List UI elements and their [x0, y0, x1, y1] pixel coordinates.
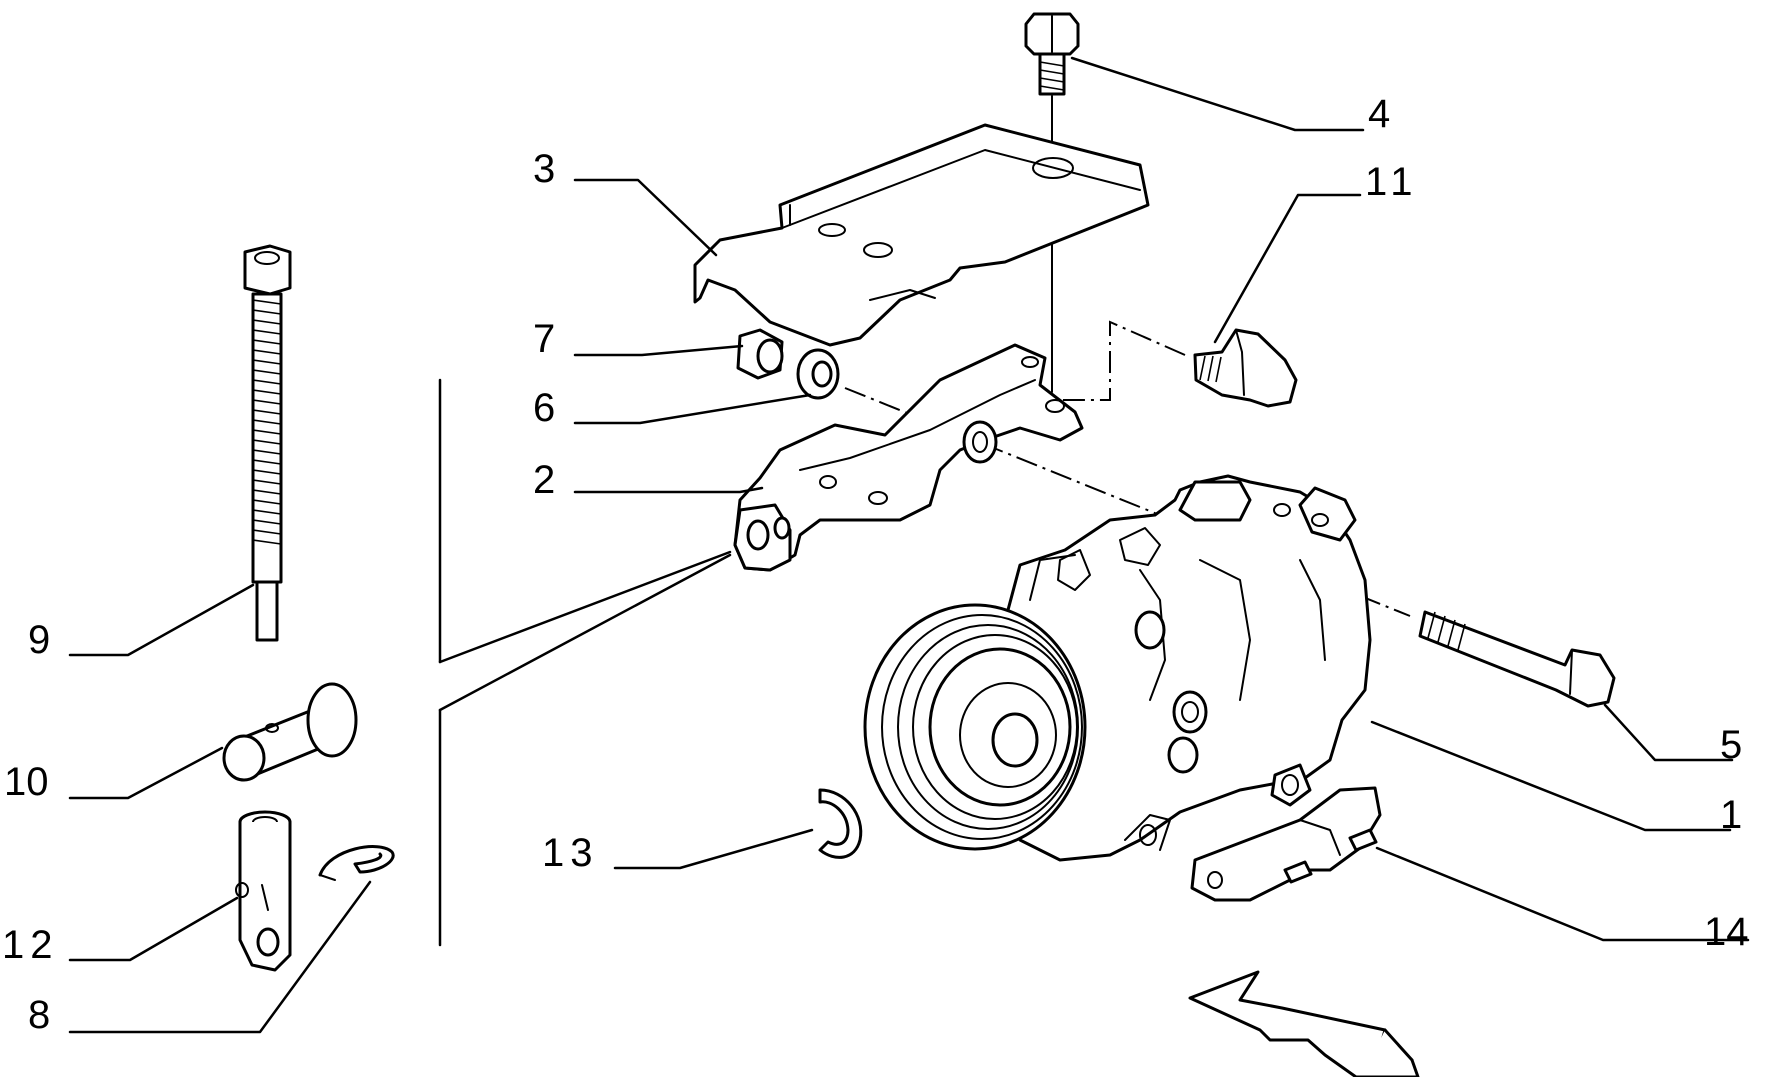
callout-13: 13: [542, 831, 599, 875]
axis-line-washer-to-bolt: [844, 387, 1411, 617]
leader-3: [573, 178, 718, 257]
callout-11: 11: [1365, 160, 1419, 204]
part-1-compressor: [863, 474, 1372, 862]
part-9-screw: [243, 244, 292, 642]
leader-8: [68, 880, 372, 1034]
part-10-pin: [222, 682, 358, 782]
part-5-bolt: [1418, 610, 1616, 708]
callout-5: 5: [1720, 723, 1742, 767]
callout-8: 8: [28, 993, 50, 1037]
group-bracket-lines: [438, 378, 732, 947]
part-7-nut: [736, 328, 784, 380]
part-11-bolt: [1193, 328, 1298, 408]
callout-14: 14: [1704, 910, 1749, 954]
leader-2: [573, 486, 764, 494]
callout-12: 12: [2, 923, 59, 967]
leader-14: [1375, 846, 1750, 942]
direction-arrow-icon: [1188, 970, 1420, 1077]
leader-6: [573, 393, 812, 425]
part-8-clip: [318, 845, 395, 881]
callout-9: 9: [28, 618, 50, 662]
leader-12: [68, 896, 239, 962]
leader-5: [1603, 703, 1734, 762]
callout-2: 2: [533, 458, 555, 502]
callout-1: 1: [1720, 793, 1742, 837]
callout-labels: 1 2 3 4 5 6 7 8 9 10 11 12 13 14: [2, 92, 1749, 1037]
part-6-washer: [796, 348, 840, 400]
leader-9: [68, 583, 255, 657]
part-13-circlip: [818, 788, 863, 859]
callout-6: 6: [533, 386, 555, 430]
part-12-clevis: [235, 810, 292, 972]
leader-11: [1213, 193, 1362, 344]
axis-line-bolt11: [1058, 320, 1186, 401]
part-14-bracket: [1190, 786, 1382, 902]
part-3-cover-plate: [693, 123, 1150, 347]
leader-lines: [68, 56, 1750, 1034]
leader-13: [613, 828, 814, 870]
leader-4: [1070, 56, 1365, 132]
callout-10: 10: [4, 760, 49, 804]
leader-1: [1370, 720, 1732, 832]
part-2-bracket: [733, 343, 1084, 572]
callout-7: 7: [533, 317, 555, 361]
leader-10: [68, 746, 224, 800]
callout-3: 3: [533, 147, 555, 191]
leader-7: [573, 344, 744, 357]
callout-4: 4: [1368, 92, 1390, 136]
